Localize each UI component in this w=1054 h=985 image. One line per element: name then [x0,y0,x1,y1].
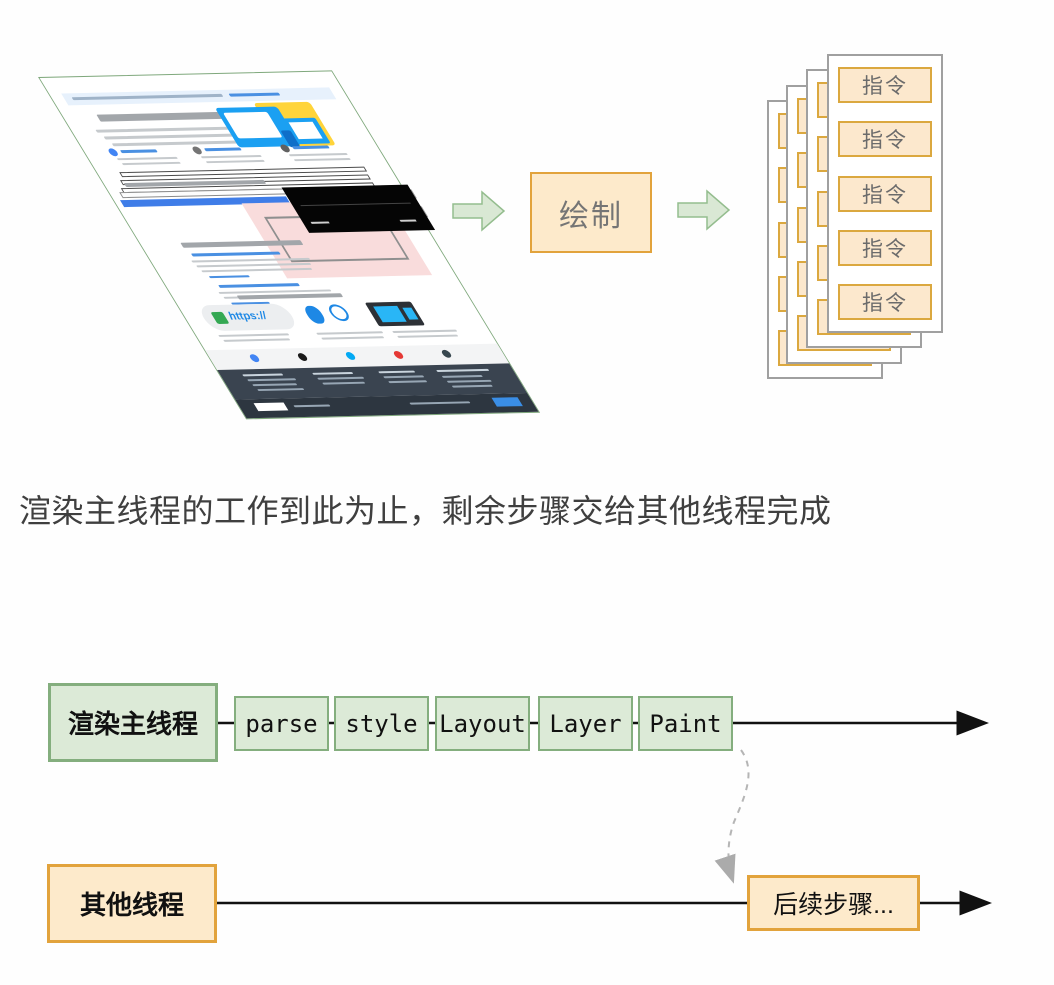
main-thread-box: 渲染主线程 [48,683,218,762]
paint-step-label: 绘制 [559,199,623,233]
other-thread-label: 其他线程 [79,890,184,920]
stage-style: style [334,696,429,751]
flow-arrow-icon [677,189,731,231]
paint-step-box: 绘制 [530,172,652,253]
stage-paint: Paint [638,696,733,751]
stage-label: style [345,709,418,738]
main-thread-label: 渲染主线程 [67,709,198,739]
flow-arrow-icon [452,190,506,232]
caption-text: 渲染主线程的工作到此为止，剩余步骤交给其他线程完成 [19,493,832,529]
stage-label: Paint [649,709,722,738]
instruction-card-front: 指令 指令 指令 指令 指令 [827,54,943,333]
instruction-box: 指令 [838,67,932,103]
stage-label: Layout [439,709,526,738]
stage-label: Layer [549,709,622,738]
next-steps-label: 后续步骤... [773,891,894,919]
stage-parse: parse [234,696,329,751]
instruction-box: 指令 [838,175,932,212]
instruction-box: 指令 [838,284,932,320]
stage-layer: Layer [538,696,633,751]
other-thread-box: 其他线程 [47,864,217,943]
next-steps-box: 后续步骤... [747,875,920,931]
instruction-box: 指令 [838,229,932,266]
handoff-dashed-arrow [714,749,750,884]
stage-layout: Layout [435,696,530,751]
stage-label: parse [245,709,318,738]
instruction-box: 指令 [838,121,932,158]
